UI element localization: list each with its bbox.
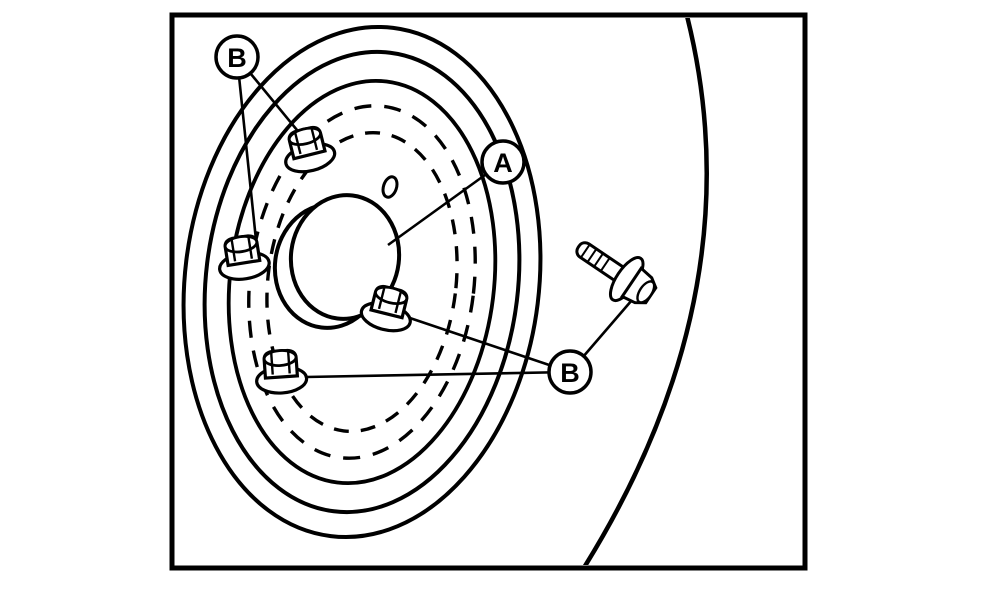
flange-bolt — [575, 241, 658, 305]
callout-b-lower-label: B — [560, 358, 580, 388]
callout-a-label: A — [493, 148, 513, 178]
center-hub — [272, 193, 402, 330]
callout-b-lower: B — [547, 349, 593, 395]
leader-b1-to-left-nut — [235, 56, 258, 241]
leader-b2-to-center-nut — [397, 312, 571, 374]
callout-b-upper-label: B — [227, 43, 247, 73]
leader-b2-to-bottom-left-nut — [305, 370, 571, 379]
hub-front-face — [288, 193, 402, 321]
drum-ring-dashed-inner — [265, 130, 459, 434]
frame-border — [169, 12, 808, 571]
stud-hole — [381, 175, 399, 199]
wheel-rim-arc — [582, 18, 709, 565]
callout-a: A — [480, 139, 526, 185]
bolt-threads — [579, 243, 611, 272]
drum-ring-second — [202, 49, 522, 515]
callout-b-lower-circle — [547, 349, 593, 395]
callout-b-upper-circle — [214, 34, 260, 80]
bolt-head-end-face — [636, 280, 656, 304]
callout-a-circle — [480, 139, 526, 185]
callout-b-upper: B — [214, 34, 260, 80]
drum-ring-outer — [181, 24, 543, 540]
leader-lines — [235, 56, 633, 379]
leader-a-to-hub — [387, 160, 504, 247]
